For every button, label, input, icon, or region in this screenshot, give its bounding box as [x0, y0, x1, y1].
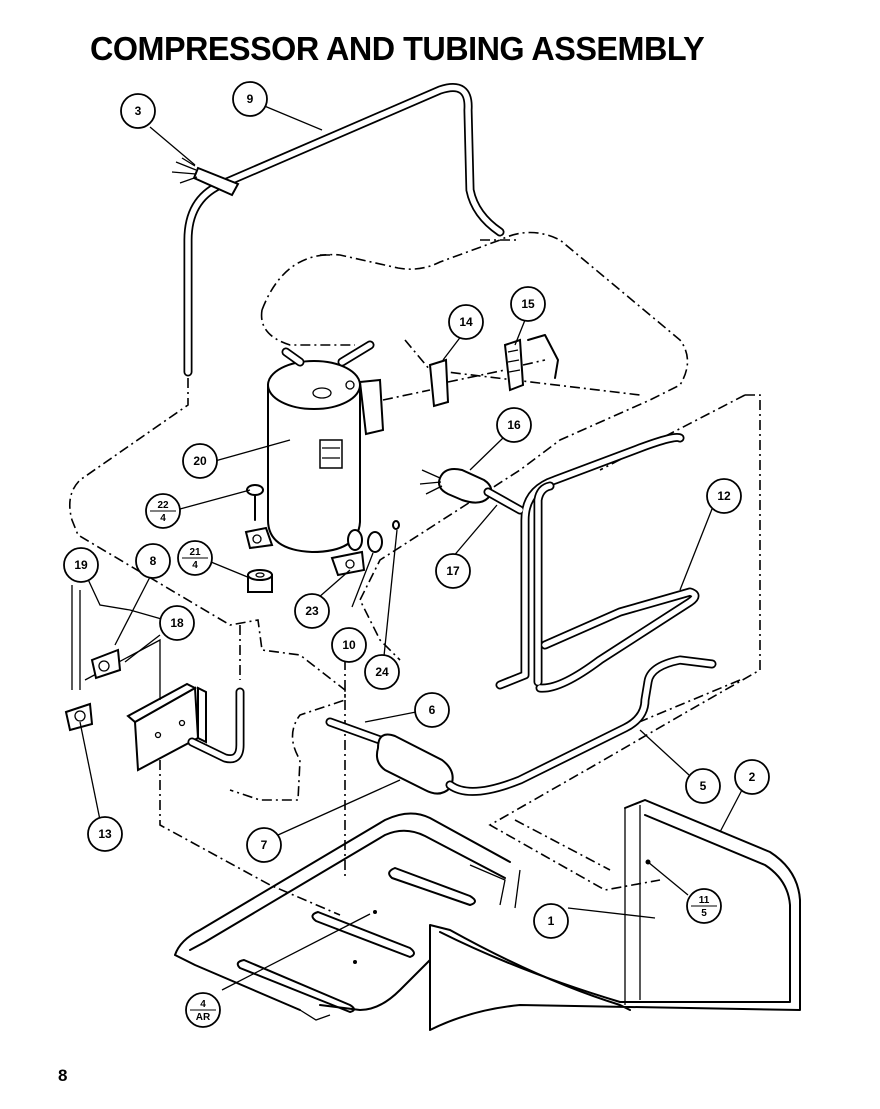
callout-1: 1	[533, 903, 569, 939]
tubing-outline	[320, 239, 520, 256]
callout-2: 2	[734, 759, 770, 795]
svg-text:6: 6	[429, 703, 436, 717]
svg-text:12: 12	[717, 489, 731, 503]
mounting-stud	[246, 484, 264, 521]
callout-8: 8	[135, 543, 171, 579]
svg-text:3: 3	[135, 104, 142, 118]
svg-text:1: 1	[548, 914, 555, 928]
compressor	[244, 340, 385, 577]
svg-text:AR: AR	[196, 1012, 211, 1023]
svg-text:9: 9	[247, 92, 254, 106]
base-pan	[174, 799, 801, 1031]
callout-11-5: 115	[686, 888, 722, 924]
svg-text:2: 2	[749, 770, 756, 784]
callout-5: 5	[685, 768, 721, 804]
callout-17: 17	[435, 553, 471, 589]
callout-13: 13	[87, 816, 123, 852]
callout-22-4: 224	[145, 493, 181, 529]
svg-text:17: 17	[446, 564, 460, 578]
svg-text:22: 22	[157, 500, 169, 511]
page-title: COMPRESSOR AND TUBING ASSEMBLY	[90, 30, 705, 67]
capillary-tube	[189, 689, 243, 762]
enclosure-outline	[69, 231, 689, 801]
svg-text:13: 13	[98, 827, 112, 841]
callout-14: 14	[448, 304, 484, 340]
callout-4-ar: 4AR	[185, 992, 221, 1028]
callout-21-4: 214	[177, 540, 213, 576]
svg-text:16: 16	[507, 418, 521, 432]
svg-text:4: 4	[192, 560, 198, 571]
svg-text:7: 7	[261, 838, 268, 852]
callout-7: 7	[246, 827, 282, 863]
svg-text:8: 8	[150, 554, 157, 568]
svg-text:14: 14	[459, 315, 473, 329]
discharge-line	[447, 657, 715, 795]
callout-20: 20	[182, 443, 218, 479]
terminal-cover	[428, 358, 450, 408]
callout-10: 10	[331, 627, 367, 663]
svg-text:4: 4	[160, 513, 166, 524]
svg-text:15: 15	[521, 297, 535, 311]
suction-tube	[485, 434, 683, 688]
svg-text:24: 24	[375, 665, 389, 679]
thermistor-sensor	[192, 166, 240, 197]
grommet	[247, 569, 273, 593]
callout-15: 15	[510, 286, 546, 322]
callout-3: 3	[120, 93, 156, 129]
callout-16: 16	[496, 407, 532, 443]
svg-text:18: 18	[170, 616, 184, 630]
callout-18: 18	[159, 605, 195, 641]
callout-24: 24	[364, 654, 400, 690]
callout-23: 23	[294, 593, 330, 629]
svg-text:5: 5	[700, 779, 707, 793]
pressure-switch	[64, 648, 122, 732]
control-box	[126, 682, 207, 772]
page-number: 8	[58, 1066, 68, 1085]
svg-text:4: 4	[200, 999, 206, 1010]
svg-text:21: 21	[189, 547, 201, 558]
svg-text:23: 23	[305, 604, 319, 618]
svg-text:19: 19	[74, 558, 88, 572]
svg-text:20: 20	[193, 454, 207, 468]
bracket	[503, 338, 525, 392]
svg-text:10: 10	[342, 638, 356, 652]
screw	[392, 520, 400, 530]
callout-12: 12	[706, 478, 742, 514]
suction-accumulator	[438, 468, 493, 504]
callout-9: 9	[232, 81, 268, 117]
liquid-line-loop	[535, 483, 698, 691]
callout-6: 6	[414, 692, 450, 728]
svg-text:11: 11	[699, 895, 710, 906]
callout-19: 19	[63, 547, 99, 583]
clip	[527, 334, 559, 379]
discharge-tube	[185, 84, 503, 375]
lower-left-outline	[159, 625, 341, 916]
svg-text:5: 5	[701, 908, 707, 919]
